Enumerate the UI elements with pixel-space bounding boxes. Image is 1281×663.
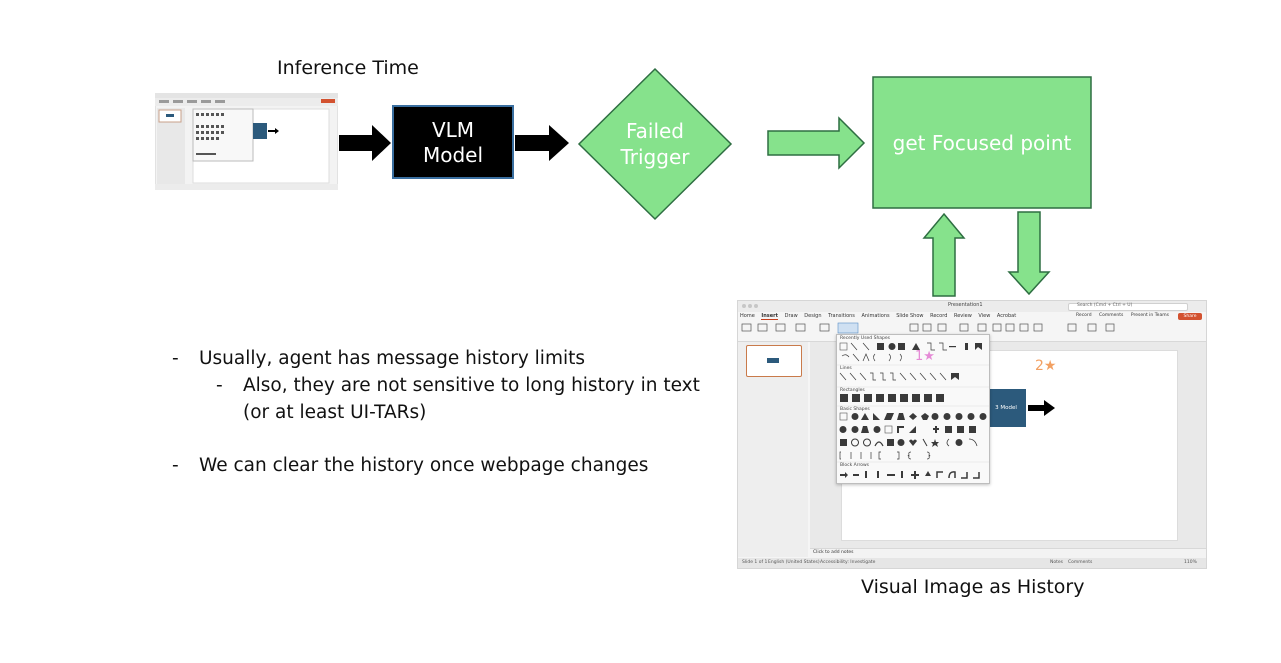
tab-animations[interactable]: Animations: [861, 313, 890, 319]
history-screenshot: Presentation1 Search (Cmd + Ctrl + U) Ho…: [737, 300, 1207, 569]
vlm-model-label: VLM Model: [393, 118, 513, 168]
focused-point-label: get Focused point: [892, 131, 1072, 155]
focused-point-box: [872, 76, 1092, 209]
search-placeholder: Search (Cmd + Ctrl + U): [1077, 303, 1133, 308]
bullet1-text: Usually, agent has message history limit…: [199, 348, 585, 369]
section-recent: Recently Used Shapes: [840, 336, 891, 341]
ribbon-right-actions: Record Comments Present in Teams: [1076, 313, 1204, 321]
bullet1-sub-dash: -: [216, 375, 223, 396]
tab-view[interactable]: View: [978, 313, 991, 319]
slide-shape-label: 3 Model: [995, 405, 1017, 411]
bullet1-sub-line1: Also, they are not sensitive to long his…: [243, 375, 700, 396]
slide-arrow-shape[interactable]: [1028, 400, 1056, 416]
status-accessibility[interactable]: Accessibility: Investigate: [820, 560, 876, 565]
bullet1-sub-line2: (or at least UI-TARs): [243, 402, 427, 423]
section-block-arrows: Block Arrows: [840, 463, 869, 468]
tab-transitions[interactable]: Transitions: [828, 313, 855, 319]
window-dots: [742, 304, 762, 309]
tab-design[interactable]: Design: [804, 313, 822, 319]
vlm-line1: VLM: [431, 118, 475, 142]
arrow-focused-down: [1007, 211, 1051, 296]
search-box[interactable]: Search (Cmd + Ctrl + U): [1068, 303, 1188, 311]
vlm-line2: Model: [422, 143, 484, 167]
zoom-level[interactable]: 110%: [1184, 560, 1197, 565]
bullet2-text: We can clear the history once webpage ch…: [199, 455, 649, 476]
bullet2-dash: -: [172, 455, 179, 476]
slide-thumbnail-pane: [738, 342, 808, 557]
status-language: English (United States): [768, 560, 820, 565]
marker-2: 2★: [1035, 358, 1057, 374]
failed-trigger-diamond: [577, 67, 733, 221]
tab-draw[interactable]: Draw: [784, 313, 798, 319]
section-rectangles: Rectangles: [840, 388, 865, 393]
failed-trigger-line2: Trigger: [620, 145, 690, 169]
failed-trigger-label: Failed Trigger: [605, 118, 705, 170]
section-lines: Lines: [840, 366, 852, 371]
shape-glyph-grid: [837, 342, 989, 479]
tab-record[interactable]: Record: [930, 313, 948, 319]
notes-bullets: - Usually, agent has message history lim…: [172, 348, 700, 476]
record-button[interactable]: Record: [1076, 313, 1092, 318]
share-button[interactable]: Share: [1178, 313, 1202, 320]
status-comments[interactable]: Comments: [1068, 560, 1093, 565]
tab-slide-show[interactable]: Slide Show: [896, 313, 924, 319]
slide-thumbnail[interactable]: [746, 345, 802, 377]
tab-home[interactable]: Home: [740, 313, 755, 319]
share-label: Share: [1183, 314, 1197, 319]
inference-screenshot-thumbnail: [155, 93, 338, 190]
arrow-vlm-to-trigger: [515, 125, 569, 161]
arrow-trigger-to-focused: [767, 116, 866, 170]
arrow-thumbnail-to-vlm: [339, 125, 391, 161]
visual-history-caption: Visual Image as History: [861, 576, 1085, 598]
notes-placeholder: Click to add notes: [813, 550, 854, 555]
vlm-model-box: [392, 105, 514, 179]
doc-title: Presentation1: [948, 302, 983, 308]
title-bar: [738, 301, 1206, 312]
status-notes[interactable]: Notes: [1050, 560, 1063, 565]
status-slide-count: Slide 1 of 1: [742, 560, 768, 565]
ribbon-tabs: Home Insert Draw Design Transitions Anim…: [740, 313, 1040, 321]
flow-diagram: [339, 67, 1092, 297]
arrow-history-up: [922, 212, 966, 297]
tab-review[interactable]: Review: [953, 313, 972, 319]
tab-insert[interactable]: Insert: [761, 313, 779, 320]
present-button[interactable]: Present in Teams: [1130, 313, 1169, 318]
inference-time-caption: Inference Time: [277, 57, 419, 79]
section-basic-shapes: Basic Shapes: [840, 407, 870, 412]
status-bar: Slide 1 of 1 English (United States) Acc…: [738, 558, 1206, 568]
comments-button[interactable]: Comments: [1099, 313, 1124, 318]
tab-acrobat[interactable]: Acrobat: [996, 313, 1017, 319]
bullet1-dash: -: [172, 348, 179, 369]
notes-area[interactable]: Click to add notes: [810, 548, 1206, 558]
shapes-dropdown[interactable]: Recently Used Shapes Lines Rectangles Ba…: [836, 334, 990, 484]
failed-trigger-line1: Failed: [625, 119, 685, 143]
slide-shape-box[interactable]: 3 Model: [986, 389, 1026, 427]
marker-1: 1★: [915, 349, 935, 364]
